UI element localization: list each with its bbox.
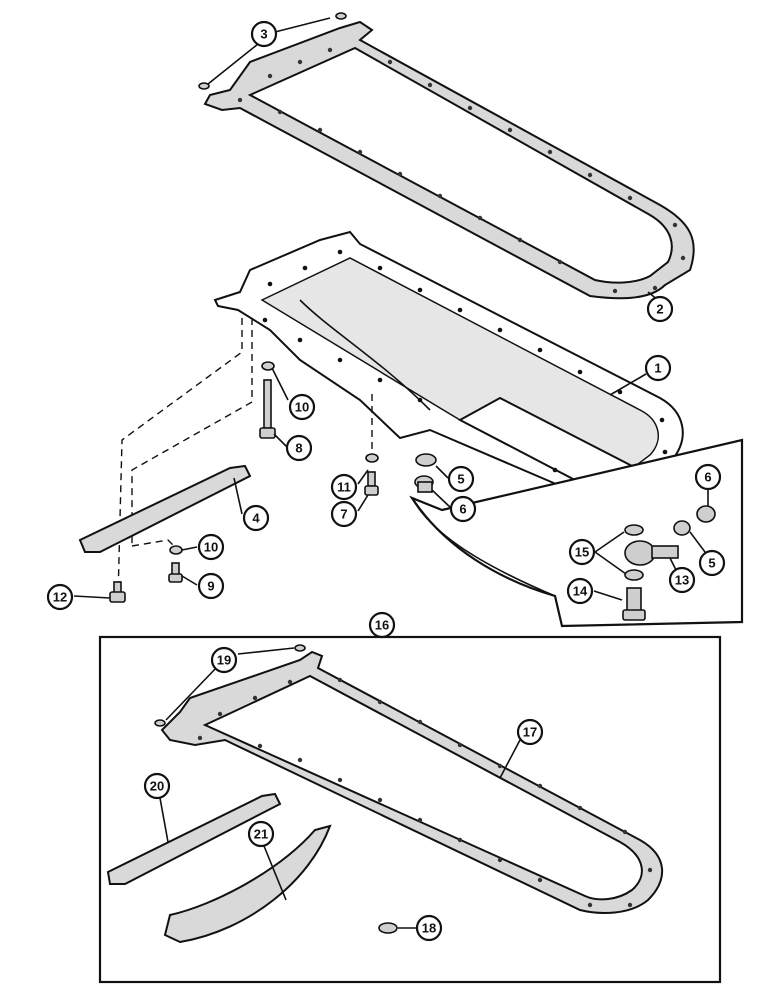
callout-8: 8 xyxy=(285,434,313,462)
long-bolt-8 xyxy=(259,361,276,439)
callout-5-inset: 5 xyxy=(698,549,726,577)
svg-text:6: 6 xyxy=(459,502,466,517)
svg-text:5: 5 xyxy=(708,556,715,571)
dowel-part-3 xyxy=(198,12,347,90)
upper-pan-gasket xyxy=(203,20,695,300)
svg-text:1: 1 xyxy=(654,361,661,376)
bolt-12 xyxy=(109,581,126,603)
callout-16: 16 xyxy=(368,611,396,639)
callout-6-inset: 6 xyxy=(694,463,722,491)
svg-text:19: 19 xyxy=(217,653,231,668)
svg-text:10: 10 xyxy=(295,400,309,415)
svg-text:12: 12 xyxy=(53,590,67,605)
kit-strip-20 xyxy=(106,792,282,885)
callout-2: 2 xyxy=(646,295,674,323)
callout-10-lower: 10 xyxy=(197,533,225,561)
callout-10-upper: 10 xyxy=(288,393,316,421)
callout-19: 19 xyxy=(210,646,238,674)
svg-text:20: 20 xyxy=(150,779,164,794)
kit-seal-21 xyxy=(163,824,332,944)
svg-text:16: 16 xyxy=(375,618,389,633)
leader-lines xyxy=(73,17,709,929)
svg-text:2: 2 xyxy=(656,302,663,317)
drain-detail-inset xyxy=(409,438,744,628)
bolt-7 xyxy=(364,453,379,496)
kit-washer-18 xyxy=(378,922,398,934)
svg-text:14: 14 xyxy=(573,584,588,599)
svg-text:7: 7 xyxy=(340,507,347,522)
svg-text:13: 13 xyxy=(675,573,689,588)
svg-text:18: 18 xyxy=(422,921,436,936)
bolt-9 xyxy=(168,545,183,583)
callout-12: 12 xyxy=(46,583,74,611)
svg-text:10: 10 xyxy=(204,540,218,555)
callout-15: 15 xyxy=(568,538,596,566)
svg-text:5: 5 xyxy=(457,472,464,487)
callout-1: 1 xyxy=(644,354,672,382)
svg-text:11: 11 xyxy=(337,480,351,495)
svg-text:4: 4 xyxy=(252,511,260,526)
oil-pan xyxy=(213,230,684,497)
kit-pan-gasket xyxy=(160,650,663,914)
callout-5-drain: 5 xyxy=(447,465,475,493)
callout-17: 17 xyxy=(516,718,544,746)
callout-7: 7 xyxy=(330,500,358,528)
callout-21: 21 xyxy=(247,820,275,848)
svg-text:9: 9 xyxy=(207,579,214,594)
support-strip-4 xyxy=(78,464,252,553)
svg-text:6: 6 xyxy=(704,470,711,485)
callout-9: 9 xyxy=(197,572,225,600)
callout-4: 4 xyxy=(242,504,270,532)
callout-18: 18 xyxy=(415,914,443,942)
kit-dowels-19 xyxy=(154,644,306,727)
gasket-kit-frame xyxy=(98,635,722,984)
callout-14: 14 xyxy=(566,577,594,605)
drain-plug xyxy=(414,453,437,493)
alignment-lines xyxy=(117,318,373,599)
callout-3: 3 xyxy=(250,20,278,48)
callout-11: 11 xyxy=(330,473,358,501)
callout-6-drain: 6 xyxy=(449,495,477,523)
callout-13: 13 xyxy=(668,566,696,594)
svg-text:21: 21 xyxy=(254,827,268,842)
svg-text:17: 17 xyxy=(523,725,537,740)
svg-text:15: 15 xyxy=(575,545,589,560)
callout-20: 20 xyxy=(143,772,171,800)
svg-text:3: 3 xyxy=(260,27,267,42)
svg-text:8: 8 xyxy=(295,441,302,456)
